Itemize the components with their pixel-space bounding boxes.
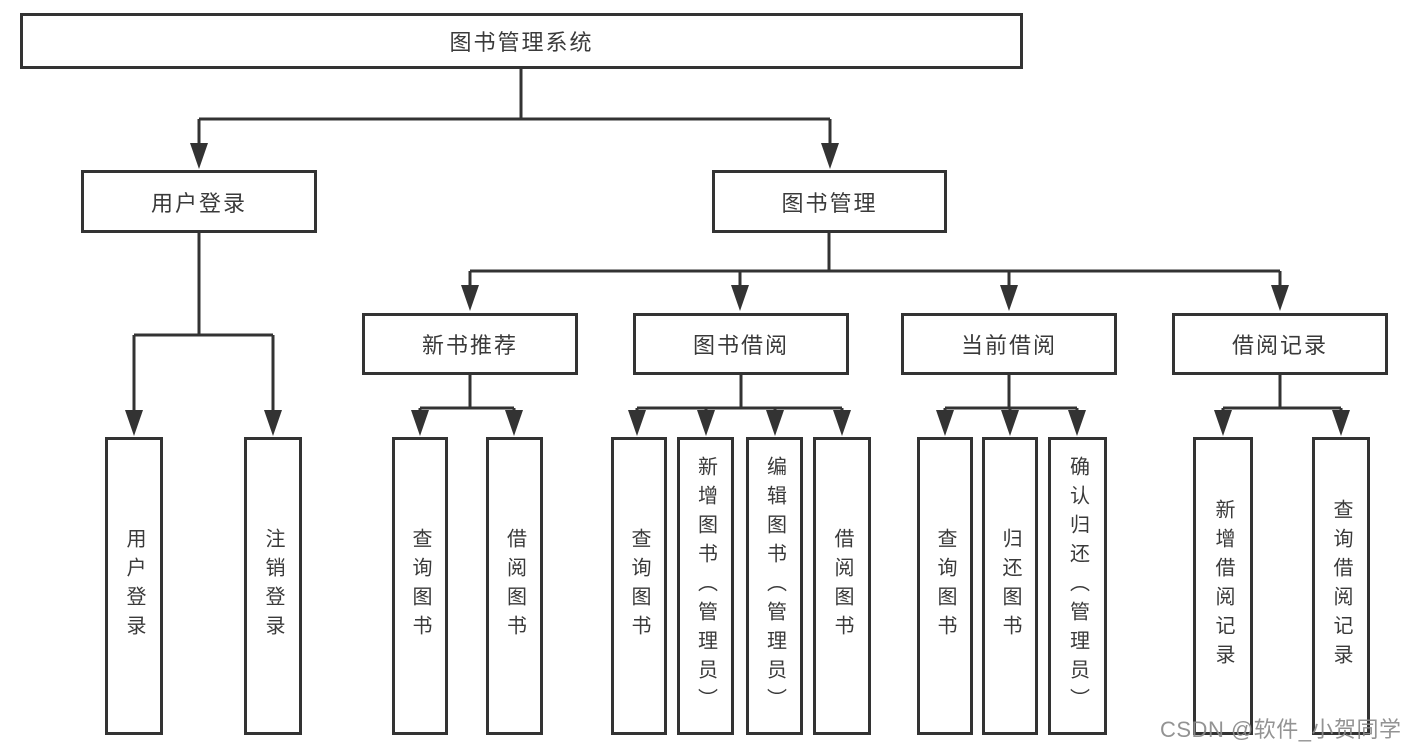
node-label: 确认归还（管理员） [1066, 455, 1089, 717]
node-label: 新增借阅记录 [1212, 499, 1234, 673]
node-new-book-recommend: 新书推荐 [362, 313, 578, 375]
node-user-login: 用户登录 [81, 170, 317, 233]
node-library-system: 图书管理系统 [20, 13, 1023, 69]
node-label: 用户登录 [123, 528, 145, 644]
node-leaf-edit-books-admin: 编辑图书（管理员） [746, 437, 803, 735]
node-label: 当前借阅 [960, 333, 1057, 358]
csdn-watermark: CSDN @软件_小贺同学 [1160, 717, 1402, 742]
node-label: 查询借阅记录 [1330, 499, 1352, 673]
node-book-borrowing: 图书借阅 [633, 313, 849, 375]
node-leaf-add-borrow-record: 新增借阅记录 [1193, 437, 1253, 735]
node-leaf-logout: 注销登录 [244, 437, 302, 735]
node-label: 图书管理 [781, 190, 878, 216]
node-label: 注销登录 [262, 528, 284, 644]
node-label: 编辑图书（管理员） [763, 455, 786, 717]
node-label: 查询图书 [934, 528, 956, 644]
node-leaf-borrow-books-2: 借阅图书 [813, 437, 871, 735]
node-leaf-query-borrow-record: 查询借阅记录 [1312, 437, 1370, 735]
node-label: 图书管理系统 [449, 30, 594, 55]
node-label: 用户登录 [150, 190, 247, 216]
node-label: 借阅图书 [503, 528, 526, 644]
node-label: 借阅记录 [1231, 333, 1328, 358]
node-label: 归还图书 [999, 528, 1021, 644]
node-label: 查询图书 [628, 528, 650, 644]
node-leaf-query-books-3: 查询图书 [917, 437, 973, 735]
node-leaf-query-books-1: 查询图书 [392, 437, 448, 735]
node-leaf-borrow-books-1: 借阅图书 [486, 437, 543, 735]
node-label: 新增图书（管理员） [694, 455, 717, 717]
node-book-management: 图书管理 [712, 170, 947, 233]
node-borrow-records: 借阅记录 [1172, 313, 1388, 375]
node-label: 查询图书 [409, 528, 431, 644]
node-leaf-user-login: 用户登录 [105, 437, 163, 735]
node-leaf-confirm-return-admin: 确认归还（管理员） [1048, 437, 1107, 735]
node-leaf-query-books-2: 查询图书 [611, 437, 667, 735]
node-label: 借阅图书 [831, 528, 853, 644]
node-leaf-add-books-admin: 新增图书（管理员） [677, 437, 734, 735]
node-leaf-return-books: 归还图书 [982, 437, 1038, 735]
node-label: 图书借阅 [692, 333, 789, 358]
node-current-borrowing: 当前借阅 [901, 313, 1117, 375]
node-label: 新书推荐 [421, 333, 518, 358]
